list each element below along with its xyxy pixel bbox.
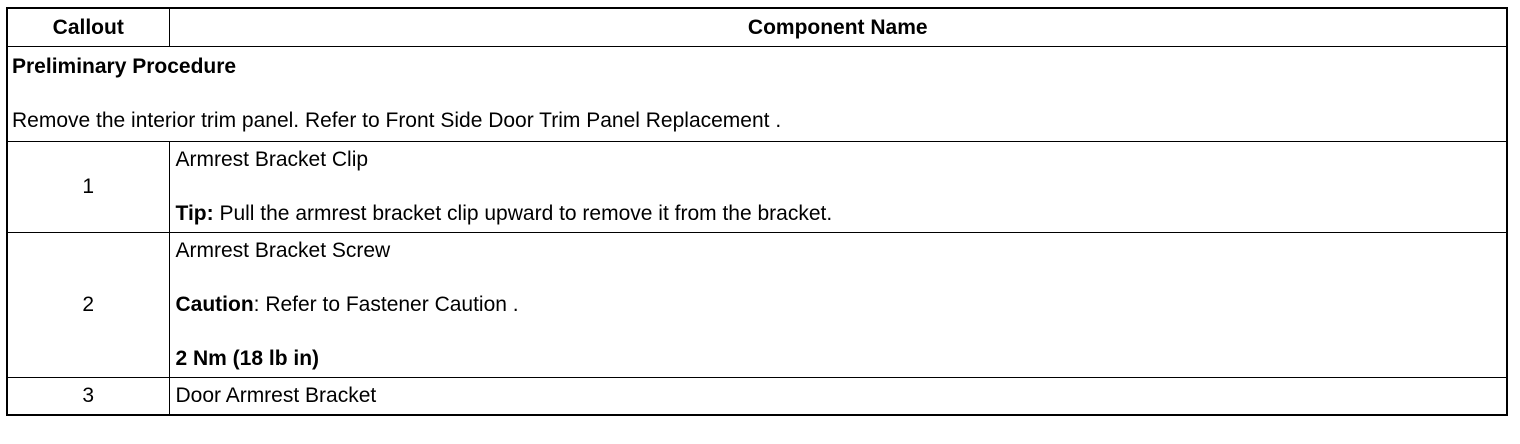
table-row: 1 Armrest Bracket Clip Tip: Pull the arm… — [6, 141, 1508, 233]
component-cell: Armrest Bracket Clip Tip: Pull the armre… — [168, 141, 1508, 233]
component-name-header: Component Name — [168, 7, 1508, 47]
callout-cell: 1 — [6, 141, 170, 233]
component-name: Door Armrest Bracket — [175, 384, 377, 407]
preliminary-procedure-cell: Preliminary Procedure Remove the interio… — [6, 46, 1508, 142]
preliminary-procedure-row: Preliminary Procedure Remove the interio… — [6, 46, 1508, 142]
table-row: 3 Door Armrest Bracket — [6, 377, 1508, 416]
preliminary-procedure-title: Preliminary Procedure — [12, 55, 237, 78]
table-header-row: Callout Component Name — [6, 7, 1508, 47]
caution-label: Caution — [175, 293, 254, 316]
procedure-table-container: Callout Component Name Preliminary Proce… — [6, 7, 1508, 416]
procedure-table: Callout Component Name Preliminary Proce… — [6, 7, 1508, 416]
tip-label: Tip: — [175, 202, 214, 225]
component-name: Armrest Bracket Clip — [175, 148, 369, 171]
torque-spec: 2 Nm (18 lb in) — [175, 347, 320, 370]
preliminary-procedure-text: Remove the interior trim panel. Refer to… — [12, 109, 782, 132]
callout-cell: 2 — [6, 232, 170, 378]
component-cell: Armrest Bracket Screw Caution: Refer to … — [168, 232, 1508, 378]
table-row: 2 Armrest Bracket Screw Caution: Refer t… — [6, 232, 1508, 378]
caution-text: : Refer to Fastener Caution . — [253, 293, 519, 316]
tip-text: Pull the armrest bracket clip upward to … — [213, 202, 833, 225]
component-name: Armrest Bracket Screw — [175, 239, 391, 262]
caution-line: Caution: Refer to Fastener Caution . — [176, 293, 1501, 317]
tip-line: Tip: Pull the armrest bracket clip upwar… — [176, 202, 1501, 226]
callout-header: Callout — [6, 7, 170, 47]
component-cell: Door Armrest Bracket — [168, 377, 1508, 416]
callout-cell: 3 — [6, 377, 170, 416]
